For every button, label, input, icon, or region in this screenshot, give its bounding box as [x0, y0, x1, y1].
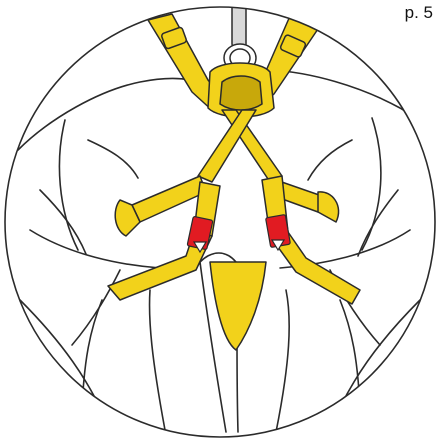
- cross-straps: [198, 110, 282, 182]
- chest-plate: [208, 63, 274, 117]
- carabiner: [224, 0, 256, 72]
- red-buckles: [187, 214, 290, 252]
- torso-outline: [18, 70, 438, 432]
- waist-belt: [115, 176, 338, 236]
- illustration-content: [18, 0, 438, 432]
